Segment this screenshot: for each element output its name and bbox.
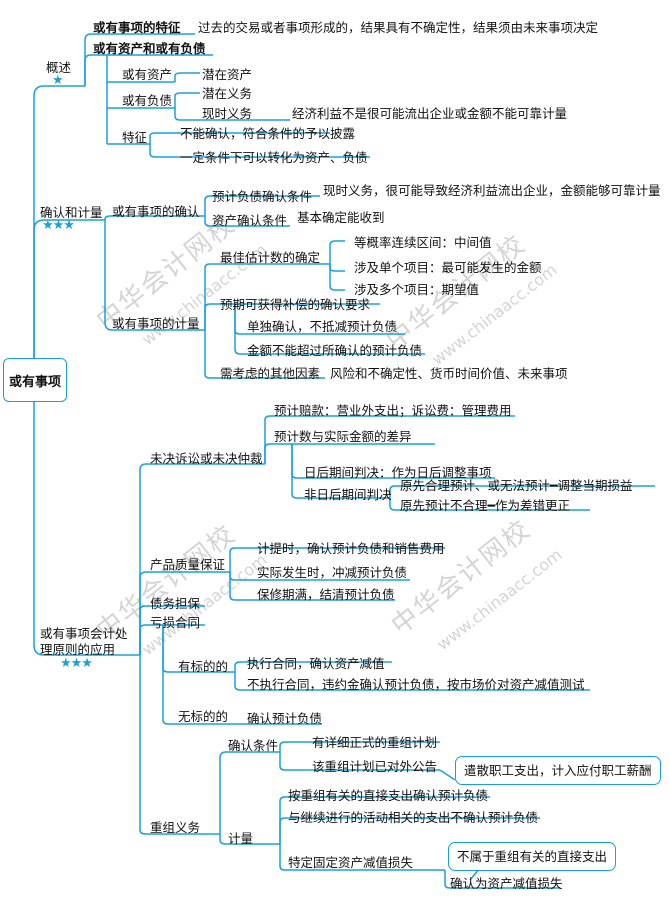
node-application-l2: 理原则的应用 <box>40 642 116 657</box>
node-recog-title: 或有事项的确认 <box>112 204 200 219</box>
node-litigation: 未决诉讼或未决仲裁 <box>150 451 263 466</box>
node-other-desc: 风险和不确定性、货币时间价值、未来事项 <box>330 366 568 381</box>
node-restructure: 重组义务 <box>150 820 201 835</box>
node-reimb: 预期可获得补偿的确认要求 <box>220 297 371 312</box>
node-feature-desc: 过去的交易或者事项形成的，结果具有不确定性，结果须由未来事项决定 <box>198 20 599 35</box>
callout-not-direct: 不属于重组有关的直接支出 <box>448 842 617 871</box>
node-feature-title: 或有事项的特征 <box>93 20 181 35</box>
node-measure: 计量 <box>228 831 254 846</box>
node-no-subject: 无标的的 <box>178 709 229 724</box>
node-recognition: 确认和计量 <box>40 205 103 220</box>
callout-severance: 遣散职工支出，计入应付职工薪酬 <box>455 756 661 785</box>
node-m-3: 特定固定资产减值损失 <box>288 855 414 870</box>
node-onerous: 亏损合同 <box>150 615 201 630</box>
node-assets-liab: 或有资产和或有负债 <box>93 41 206 56</box>
node-m-2: 与继续进行的活动相关的支出不确认预计负债 <box>288 810 539 825</box>
node-recog-cond: 确认条件 <box>228 738 279 753</box>
node-lit-2a: 日后期间判决：作为日后调整事项 <box>304 465 492 480</box>
node-potential-obligation: 潜在义务 <box>202 86 253 101</box>
node-war-2: 实际发生时，冲减预计负债 <box>257 565 408 580</box>
node-trait-2: 一定条件下可以转化为资产、负债 <box>180 150 368 165</box>
node-liab-cond-desc: 现时义务，很可能导致经济利益流出企业，金额能够可靠计量 <box>323 183 661 198</box>
node-contingent-asset: 或有资产 <box>122 67 173 82</box>
node-asset-cond: 资产确认条件 <box>212 213 288 228</box>
node-lit-2b-2: 原先预计不合理━作为差错更正 <box>400 498 571 513</box>
node-ws-1: 执行合同，确认资产减值 <box>247 656 385 671</box>
node-guarantee: 债务担保 <box>150 596 201 611</box>
star-rating: ★★★ <box>42 218 75 233</box>
node-best-1: 等概率连续区间：中间值 <box>354 235 492 250</box>
node-traits: 特征 <box>122 130 148 145</box>
star-rating: ★★★ <box>60 656 93 671</box>
node-other: 需考虑的其他因素 <box>220 366 321 381</box>
node-reimb-1: 单独确认，不抵减预计负债 <box>247 319 398 334</box>
node-best-3: 涉及多个项目：期望值 <box>354 282 480 297</box>
node-application-l1: 或有事项会计处 <box>40 626 128 641</box>
node-m-1: 按重组有关的直接支出确认预计负债 <box>288 788 489 803</box>
node-m-3a: 确认为资产减值损失 <box>450 876 563 891</box>
node-liab-cond: 预计负债确认条件 <box>212 189 313 204</box>
node-ns-1: 确认预计负债 <box>247 711 323 726</box>
node-lit-1: 预计赔款：营业外支出；诉讼费：管理费用 <box>274 403 512 418</box>
node-measure-title: 或有事项的计量 <box>112 316 200 331</box>
node-war-3: 保修期满，结清预计负债 <box>257 587 395 602</box>
node-best-2: 涉及单个项目：最可能发生的金额 <box>354 260 542 275</box>
node-trait-1: 不能确认，符合条件的予以披露 <box>180 126 356 141</box>
node-warranty: 产品质量保证 <box>150 557 226 572</box>
node-overview: 概述 <box>46 60 72 75</box>
node-present-obligation-desc: 经济利益不是很可能流出企业或金额不能可靠计量 <box>292 106 568 121</box>
node-ws-2: 不执行合同，违约金确认预计负债，按市场价对资产减值测试 <box>247 677 585 692</box>
root-node: 或有事项 <box>3 358 67 402</box>
node-present-obligation: 现时义务 <box>202 106 253 121</box>
star-rating: ★ <box>52 73 64 88</box>
node-lit-2b-1: 原先合理预计、或无法预计━调整当期损益 <box>400 478 633 493</box>
node-lit-2b: 非日后期间判决 <box>304 487 392 502</box>
node-war-1: 计提时，确认预计负债和销售费用 <box>257 541 445 556</box>
node-reimb-2: 金额不能超过所确认的预计负债 <box>247 343 423 358</box>
node-rc-2: 该重组计划已对外公告 <box>312 759 438 774</box>
node-potential-asset: 潜在资产 <box>202 67 253 82</box>
node-asset-cond-desc: 基本确定能收到 <box>297 210 385 225</box>
node-contingent-liab: 或有负债 <box>122 93 173 108</box>
node-rc-1: 有详细正式的重组计划 <box>312 735 438 750</box>
node-with-subject: 有标的的 <box>178 659 229 674</box>
node-lit-2: 预计数与实际金额的差异 <box>274 429 412 444</box>
node-best-est: 最佳估计数的确定 <box>220 250 321 265</box>
